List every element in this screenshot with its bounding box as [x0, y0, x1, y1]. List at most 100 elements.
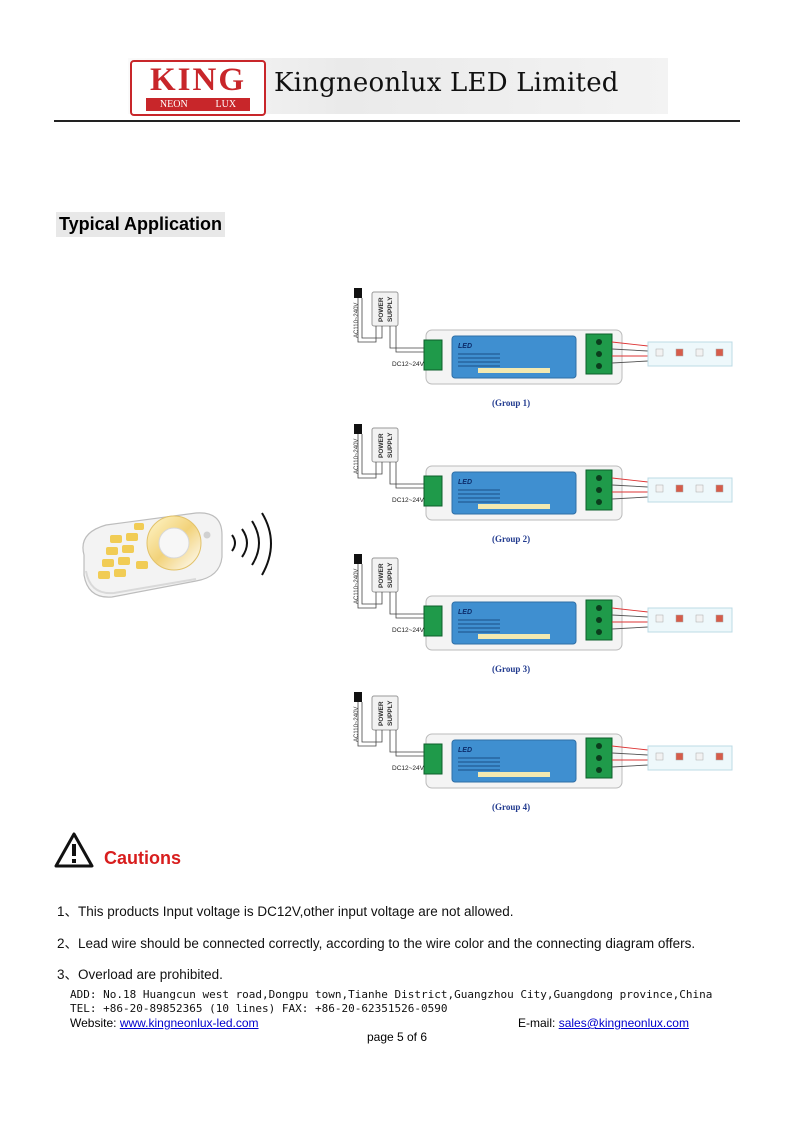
header-rule [54, 120, 740, 122]
cautions-title: Cautions [104, 848, 182, 868]
output-wire [611, 360, 649, 364]
output-wire [611, 764, 649, 768]
led-chip [675, 752, 684, 761]
controller-label-stripe [478, 772, 550, 777]
dc-wire [389, 730, 424, 753]
controller-label-stripe [478, 504, 550, 509]
controller-brand-text: LED [458, 747, 472, 754]
dc-wire [389, 592, 424, 615]
warning-icon [54, 832, 94, 873]
controller-brand-text: LED [458, 609, 472, 616]
ac-wire [361, 702, 383, 743]
terminal-screw [596, 487, 602, 493]
ac-wire [357, 702, 377, 747]
led-chip [715, 348, 724, 357]
caution-item-1: 1、This products Input voltage is DC12V,o… [57, 904, 514, 919]
led-chip [715, 614, 724, 623]
footer-tel: TEL: +86-20-89852365 (10 lines) FAX: +86… [70, 1002, 448, 1015]
ac-wire [361, 564, 383, 605]
controller-brand-text: LED [458, 479, 472, 486]
ac-wire [357, 434, 377, 479]
plug-icon [354, 554, 362, 564]
output-wire [611, 745, 649, 751]
group-label: (Group 1) [492, 398, 530, 408]
psu-label-line2: SUPPLY [387, 562, 394, 588]
led-chip [655, 348, 664, 357]
input-terminal-block [423, 339, 443, 371]
input-terminal-block [423, 743, 443, 775]
ac-voltage-label: AC110~240V [354, 303, 360, 338]
psu-label-line1: POWER [378, 433, 385, 458]
input-terminal-block [423, 605, 443, 637]
ac-wire [361, 298, 383, 339]
power-supply-box [371, 557, 399, 593]
terminal-screw [596, 351, 602, 357]
dc-voltage-label: DC12~24V [392, 361, 425, 368]
led-chip [715, 752, 724, 761]
dc-voltage-label: DC12~24V [392, 497, 425, 504]
power-supply-box [371, 291, 399, 327]
ac-wire [357, 298, 377, 343]
led-chip [695, 752, 704, 761]
led-chip [655, 752, 664, 761]
terminal-screw [596, 339, 602, 345]
email-link[interactable]: sales@kingneonlux.com [558, 1016, 689, 1030]
output-wire [611, 752, 649, 756]
page-number: page 5 of 6 [366, 1030, 428, 1044]
led-chip [655, 484, 664, 493]
website-link[interactable]: www.kingneonlux-led.com [119, 1016, 259, 1030]
output-wire [611, 626, 649, 630]
terminal-screw [596, 617, 602, 623]
led-chip [695, 484, 704, 493]
email-label: E-mail: [518, 1016, 556, 1030]
power-supply-box [371, 695, 399, 731]
controller-label-panel [451, 739, 577, 783]
ac-voltage-label: AC110~240V [354, 439, 360, 474]
terminal-screw [596, 755, 602, 761]
footer-address: ADD: No.18 Huangcun west road,Dongpu tow… [70, 988, 713, 1001]
terminal-screw [596, 363, 602, 369]
psu-label-line2: SUPPLY [387, 700, 394, 726]
ac-wire [361, 434, 383, 475]
group-label: (Group 2) [492, 534, 530, 544]
output-wire [611, 348, 649, 352]
caution-item-2: 2、Lead wire should be connected correctl… [57, 936, 696, 951]
terminal-screw [596, 743, 602, 749]
psu-label-line2: SUPPLY [387, 296, 394, 322]
footer-website: Website: www.kingneonlux-led.com [70, 1016, 259, 1030]
led-chip [695, 348, 704, 357]
company-logo: KING NEON LUX [130, 60, 266, 116]
group-label: (Group 4) [492, 802, 530, 812]
led-chip [675, 614, 684, 623]
output-wire [611, 607, 649, 613]
dc-voltage-label: DC12~24V [392, 765, 425, 772]
dc-wire [389, 326, 424, 349]
controller-label-panel [451, 601, 577, 645]
remote-control-icon [82, 512, 272, 598]
plug-icon [354, 424, 362, 434]
led-chip [695, 614, 704, 623]
plug-icon [354, 288, 362, 298]
group-label: (Group 3) [492, 664, 530, 674]
terminal-screw [596, 499, 602, 505]
terminal-screw [596, 605, 602, 611]
output-wire [611, 614, 649, 618]
psu-label-line2: SUPPLY [387, 432, 394, 458]
led-chip [675, 484, 684, 493]
dc-wire [395, 592, 424, 619]
logo-main-text: KING [149, 62, 246, 98]
terminal-screw [596, 475, 602, 481]
website-label: Website: [70, 1016, 117, 1030]
output-wire [611, 341, 649, 347]
plug-icon [354, 692, 362, 702]
controller-label-panel [451, 471, 577, 515]
controller-label-panel [451, 335, 577, 379]
power-supply-box [371, 427, 399, 463]
logo-right-text: LUX [215, 99, 237, 110]
